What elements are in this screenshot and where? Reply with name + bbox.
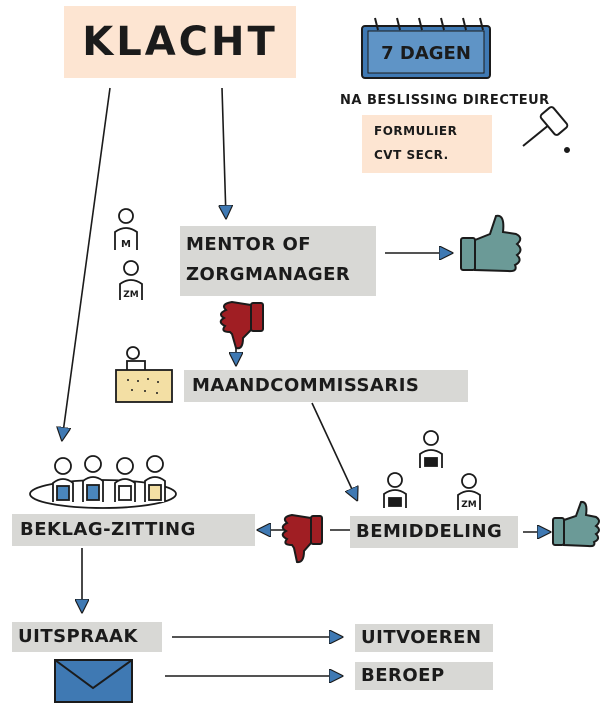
node-maandcommissaris: MAANDCOMMISSARIS xyxy=(184,370,468,402)
mediator-icons: ZM xyxy=(383,430,481,510)
title-klacht: KLACHT xyxy=(64,6,296,78)
mentor-line-1: MENTOR OF xyxy=(186,234,312,255)
flow-arrows xyxy=(62,87,550,676)
form-box: FORMULIER CVT SECR. xyxy=(362,115,492,173)
node-mentor-zorgmanager: MENTOR OF ZORGMANAGER xyxy=(180,226,376,296)
committee-member-3-icon xyxy=(114,457,136,502)
deadline-note: NA BESLISSING DIRECTEUR xyxy=(340,93,550,108)
envelope-icon xyxy=(54,659,133,703)
node-beklag-zitting: BEKLAG-ZITTING xyxy=(12,514,255,546)
commissaris-desk-icon xyxy=(115,346,173,403)
person-mentor-icon: M xyxy=(114,208,138,250)
node-beroep: BEROEP xyxy=(355,662,493,690)
form-line-1: FORMULIER xyxy=(374,124,458,138)
form-line-2: CVT SECR. xyxy=(374,148,449,162)
badge-mentor: M xyxy=(121,239,131,250)
arrow-maandcommissaris-to-bemiddeling xyxy=(311,402,357,500)
person-mediator-zm-icon: ZM xyxy=(457,473,481,510)
person-mediator-left-icon xyxy=(383,472,407,508)
badge-mediator-zm: ZM xyxy=(461,500,477,510)
person-zorgmanager-icon: ZM xyxy=(119,260,143,300)
badge-zorgmanager: ZM xyxy=(123,290,139,300)
node-uitspraak: UITSPRAAK xyxy=(12,622,162,652)
thumbs-down-icon xyxy=(219,300,264,350)
thumbs-up-small-icon xyxy=(552,500,600,548)
arrow-klacht-to-beklag xyxy=(62,87,111,440)
thumbs-up-icon xyxy=(460,214,522,273)
committee-member-1-icon xyxy=(52,457,74,502)
mentor-line-2: ZORGMANAGER xyxy=(186,264,351,285)
calendar-icon: 7 DAGEN xyxy=(361,17,491,79)
arrow-klacht-to-mentor xyxy=(222,87,226,218)
gavel-icon xyxy=(522,106,570,153)
thumbs-down-small-icon xyxy=(281,513,323,564)
committee-member-2-icon xyxy=(82,455,104,502)
calendar-label: 7 DAGEN xyxy=(381,43,471,64)
committee-icons xyxy=(29,455,177,509)
committee-member-4-icon xyxy=(144,455,166,502)
person-mediator-top-icon xyxy=(419,430,443,468)
node-bemiddeling: BEMIDDELING xyxy=(350,516,518,548)
node-uitvoeren: UITVOEREN xyxy=(355,624,493,652)
